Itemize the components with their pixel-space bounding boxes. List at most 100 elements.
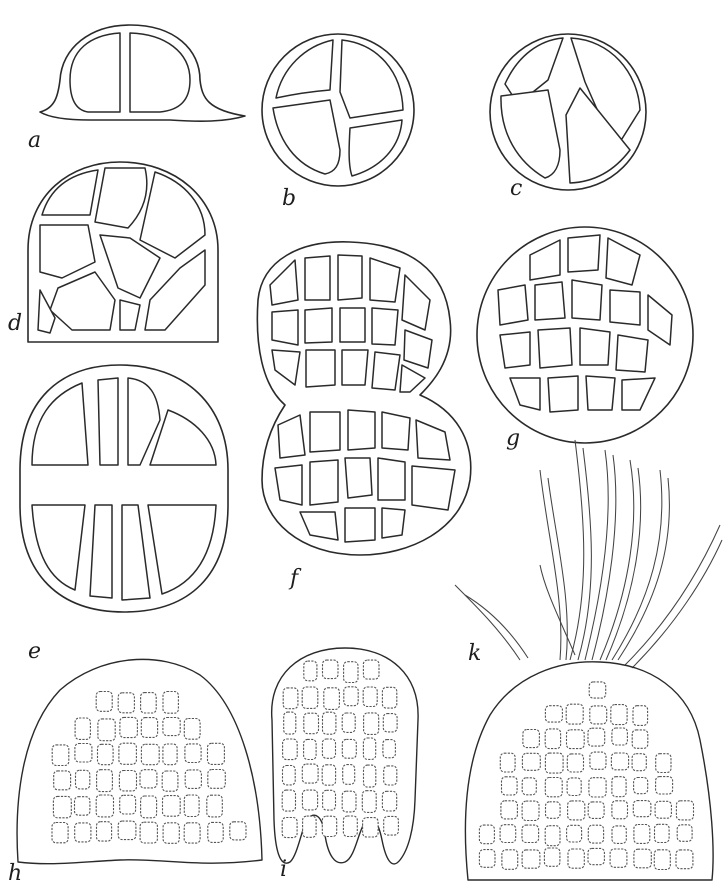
faint-cell: [382, 687, 396, 708]
stage-b-drawing: [262, 34, 414, 186]
faint-cell: [634, 849, 651, 868]
faint-cell: [141, 718, 157, 738]
stage-i-cells: [282, 660, 398, 838]
faint-cell: [98, 719, 115, 741]
faint-cell: [75, 823, 91, 842]
stage-c-drawing: [490, 34, 646, 190]
faint-cell: [655, 801, 671, 818]
faint-cell: [589, 778, 606, 797]
label-i: i: [280, 857, 287, 882]
stage-g-drawing: [477, 227, 693, 443]
faint-cell: [342, 791, 356, 812]
faint-cell: [567, 730, 585, 749]
faint-cell: [184, 823, 200, 843]
faint-cell: [588, 848, 604, 864]
faint-cell: [676, 801, 693, 820]
faint-cell: [141, 744, 159, 764]
label-e: e: [28, 639, 41, 664]
faint-cell: [500, 825, 516, 843]
faint-cell: [676, 850, 693, 869]
faint-cell: [304, 661, 317, 681]
faint-cell: [522, 801, 539, 820]
faint-cell: [208, 743, 225, 764]
faint-cell: [633, 706, 648, 726]
faint-cell: [567, 778, 581, 796]
faint-cell: [655, 824, 670, 842]
faint-cell: [502, 777, 518, 795]
faint-cell: [75, 797, 90, 816]
faint-cell: [654, 850, 670, 870]
faint-cell: [184, 719, 200, 740]
faint-cell: [322, 739, 335, 758]
faint-cell: [590, 752, 606, 769]
faint-cell: [208, 822, 223, 842]
faint-cell: [185, 744, 201, 763]
faint-cell: [302, 687, 318, 708]
faint-cell: [163, 823, 179, 844]
stage-a-drawing: [40, 25, 245, 121]
faint-cell: [120, 795, 136, 814]
faint-cell: [52, 745, 69, 766]
faint-cell: [323, 660, 339, 679]
faint-cell: [588, 802, 604, 819]
faint-cell: [304, 713, 319, 734]
faint-cell: [230, 822, 246, 840]
faint-cell: [162, 771, 178, 791]
faint-cell: [522, 825, 539, 842]
faint-cell: [119, 743, 136, 764]
faint-cell: [163, 796, 181, 817]
stage-d-drawing: [28, 162, 218, 342]
faint-cell: [364, 713, 379, 735]
faint-cell: [677, 825, 692, 842]
faint-cell: [119, 771, 136, 791]
faint-cell: [344, 687, 358, 706]
faint-cell: [323, 712, 336, 734]
stage-f-drawing: [257, 242, 470, 555]
faint-cell: [568, 801, 585, 820]
faint-cell: [184, 795, 199, 817]
faint-cell: [632, 754, 646, 771]
faint-cell: [383, 714, 397, 732]
faint-cell: [522, 778, 536, 795]
faint-cell: [96, 692, 112, 712]
faint-cell: [302, 790, 317, 810]
faint-cell: [612, 826, 626, 844]
faint-cell: [322, 816, 336, 836]
label-f: f: [288, 566, 302, 591]
faint-cell: [323, 790, 336, 810]
faint-cell: [634, 825, 650, 844]
faint-cell: [302, 764, 318, 783]
faint-cell: [363, 818, 379, 837]
faint-cell: [656, 754, 671, 773]
faint-cell: [611, 705, 627, 725]
label-d: d: [8, 311, 22, 336]
faint-cell: [140, 770, 157, 788]
faint-cell: [383, 740, 396, 758]
faint-cell: [98, 744, 114, 764]
faint-cell: [344, 662, 358, 683]
faint-cell: [590, 706, 607, 724]
faint-cell: [632, 730, 648, 748]
faint-cell: [322, 765, 335, 785]
faint-cell: [546, 802, 561, 819]
faint-cell: [588, 825, 603, 843]
faint-cell: [568, 849, 584, 868]
faint-cell: [163, 718, 180, 736]
label-b: b: [282, 186, 296, 211]
faint-cell: [589, 682, 606, 698]
faint-cell: [52, 823, 68, 843]
faint-cell: [545, 753, 563, 773]
faint-cell: [118, 693, 134, 713]
faint-cell: [76, 770, 90, 789]
faint-cell: [97, 770, 113, 792]
faint-cell: [342, 713, 355, 732]
faint-cell: [384, 766, 397, 785]
faint-cell: [283, 739, 298, 760]
faint-cell: [343, 816, 357, 837]
faint-cell: [612, 728, 628, 745]
faint-cell: [163, 692, 178, 714]
faint-cell: [343, 765, 355, 785]
faint-cell: [97, 822, 112, 841]
faint-cell: [282, 818, 297, 838]
faint-cell: [634, 778, 648, 794]
